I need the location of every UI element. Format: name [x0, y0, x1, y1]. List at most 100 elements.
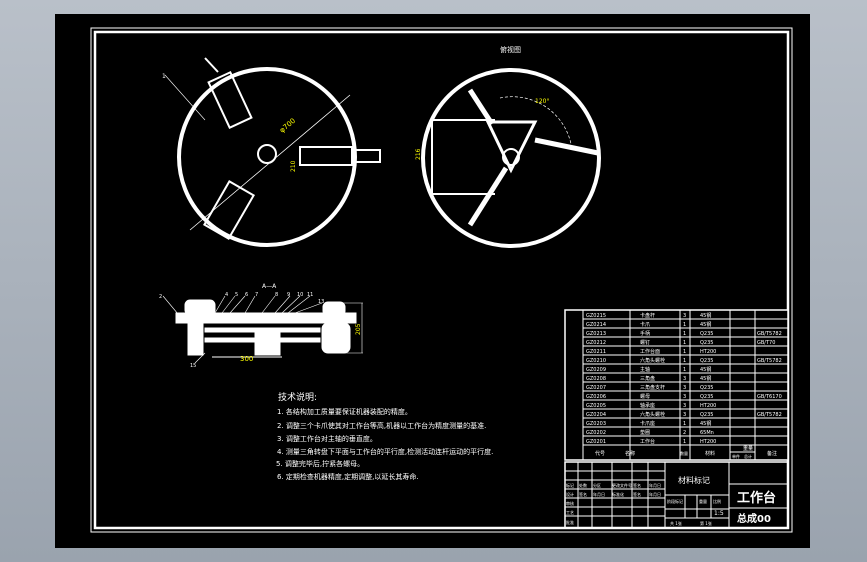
leader-label: 4	[225, 292, 228, 298]
header-name: 名称	[625, 450, 635, 457]
part-name: 轴承座	[640, 402, 655, 409]
leader-lines	[162, 295, 323, 364]
view-title: A—A	[262, 283, 277, 290]
part-qty: 1	[683, 358, 686, 364]
scale-value: 1:5	[714, 510, 724, 517]
part-qty: 3	[683, 385, 686, 391]
part-name: 卡盘杆	[640, 312, 655, 319]
part-qty: 1	[683, 349, 686, 355]
part-code: GZ0208	[586, 376, 606, 382]
tb-label: 年月日	[649, 491, 661, 497]
leader-label: 1	[162, 73, 166, 80]
material-mark: 材料标记	[678, 475, 710, 485]
dimension-label: 205	[355, 323, 362, 335]
leader-label: 10	[297, 292, 303, 298]
drawing-sheet: 1 φ700 2 10 俯视图 120° 216 A—A	[90, 27, 793, 533]
outer-frame	[90, 27, 793, 533]
part-material: HT200	[700, 439, 716, 445]
part-qty: 1	[683, 421, 686, 427]
header-material: 材料	[705, 450, 715, 457]
dimension-label: 120°	[535, 98, 549, 105]
part-qty: 3	[683, 394, 686, 400]
part-material: HT200	[700, 349, 716, 355]
tb-label: 比例	[713, 498, 721, 504]
header-remark: 备注	[767, 450, 777, 457]
leader-label: 7	[255, 292, 258, 298]
part-qty: 3	[683, 313, 686, 319]
part-name: 垫圈	[640, 429, 650, 436]
part-material: Q235	[700, 394, 713, 400]
parts-header: 名称 数量 材料 重量 单件 总计 备注 代号	[595, 445, 777, 459]
part-name: 工作台面	[640, 348, 660, 355]
leader-label: 15	[190, 363, 196, 369]
title-block	[564, 461, 789, 529]
part-name: 手柄	[640, 330, 650, 337]
note-item: 2. 调整三个卡爪使其对工作台等高,机器以工作台为精度测量的基准.	[277, 421, 486, 430]
part-code: GZ0203	[586, 421, 606, 427]
part-material: HT200	[700, 403, 716, 409]
part-code: GZ0215	[586, 313, 606, 319]
part-material: 45钢	[700, 312, 711, 319]
leader-label: 11	[307, 292, 313, 298]
tb-label: 签名	[579, 491, 587, 497]
part-qty: 2	[683, 430, 686, 436]
view-title: 俯视图	[500, 45, 521, 54]
tb-label: 签名	[633, 491, 641, 497]
part-qty: 1	[683, 331, 686, 337]
dimension-label: φ700	[278, 117, 297, 135]
tb-label: 重量	[699, 498, 707, 504]
tb-label: 年月日	[593, 491, 605, 497]
part-name: 工作台	[640, 438, 655, 445]
note-item: 3. 调整工作台对主轴的垂直度。	[277, 434, 377, 443]
part-code: GZ0209	[586, 367, 606, 373]
technical-notes: 技术说明: 1. 各结构加工质量要保证机器装配的精度。 2. 调整三个卡爪使其对…	[276, 391, 493, 481]
part-code: GZ0204	[586, 412, 606, 418]
part-material: Q235	[700, 412, 713, 418]
tb-label: 分区	[593, 482, 601, 488]
part-name: 三角盘	[640, 375, 655, 382]
part-material: 45钢	[700, 420, 711, 427]
part-name: 六角头螺栓	[640, 411, 665, 418]
leader-label: 5	[235, 292, 238, 298]
leader-label: 13	[318, 299, 324, 305]
part-code: GZ0201	[586, 439, 606, 445]
header-single: 单件	[732, 453, 740, 459]
leader-label: 9	[287, 292, 290, 298]
sheet-count: 共 1张	[670, 520, 682, 526]
part-material: 45钢	[700, 375, 711, 382]
tb-label: 标准化	[612, 491, 624, 497]
dimension-label: 216	[415, 148, 422, 160]
title-block-labels: 标记 处数 分区 更改文件号 签名 年月日 设计 签名 年月日 标准化 签名 年…	[566, 482, 724, 526]
part-code: GZ0214	[586, 322, 606, 328]
part-material: Q235	[700, 358, 713, 364]
leader-label: 8	[275, 292, 278, 298]
part-name: 主轴	[640, 366, 650, 373]
drawing-number: 总成00	[737, 512, 771, 525]
part-material: Q235	[700, 331, 713, 337]
tb-label: 年月日	[649, 482, 661, 488]
part-remark: GB/T70	[757, 340, 775, 346]
part-remark: GB/T5782	[757, 331, 782, 337]
cad-drawing-canvas[interactable]: 1 φ700 2 10 俯视图 120° 216 A—A	[55, 14, 810, 548]
part-qty: 1	[683, 439, 686, 445]
part-material: 45钢	[700, 366, 711, 373]
sheet-number: 第 1张	[700, 520, 712, 526]
part-qty: 3	[683, 412, 686, 418]
dimension-label: 300	[240, 355, 253, 363]
tb-label: 标记	[566, 482, 574, 488]
part-code: GZ0205	[586, 403, 606, 409]
part-qty: 1	[683, 367, 686, 373]
tb-label: 设计	[566, 491, 574, 497]
section-view	[175, 299, 363, 358]
part-remark: GB/T5782	[757, 358, 782, 364]
header-qty: 数量	[680, 450, 688, 456]
part-material: Q235	[700, 385, 713, 391]
header-weight: 重量	[743, 445, 753, 452]
top-view	[421, 68, 601, 248]
tb-label: 更改文件号	[612, 482, 632, 488]
inner-frame	[93, 30, 790, 530]
part-code: GZ0213	[586, 331, 606, 337]
part-code: GZ0207	[586, 385, 606, 391]
part-remark: GB/T5782	[757, 412, 782, 418]
